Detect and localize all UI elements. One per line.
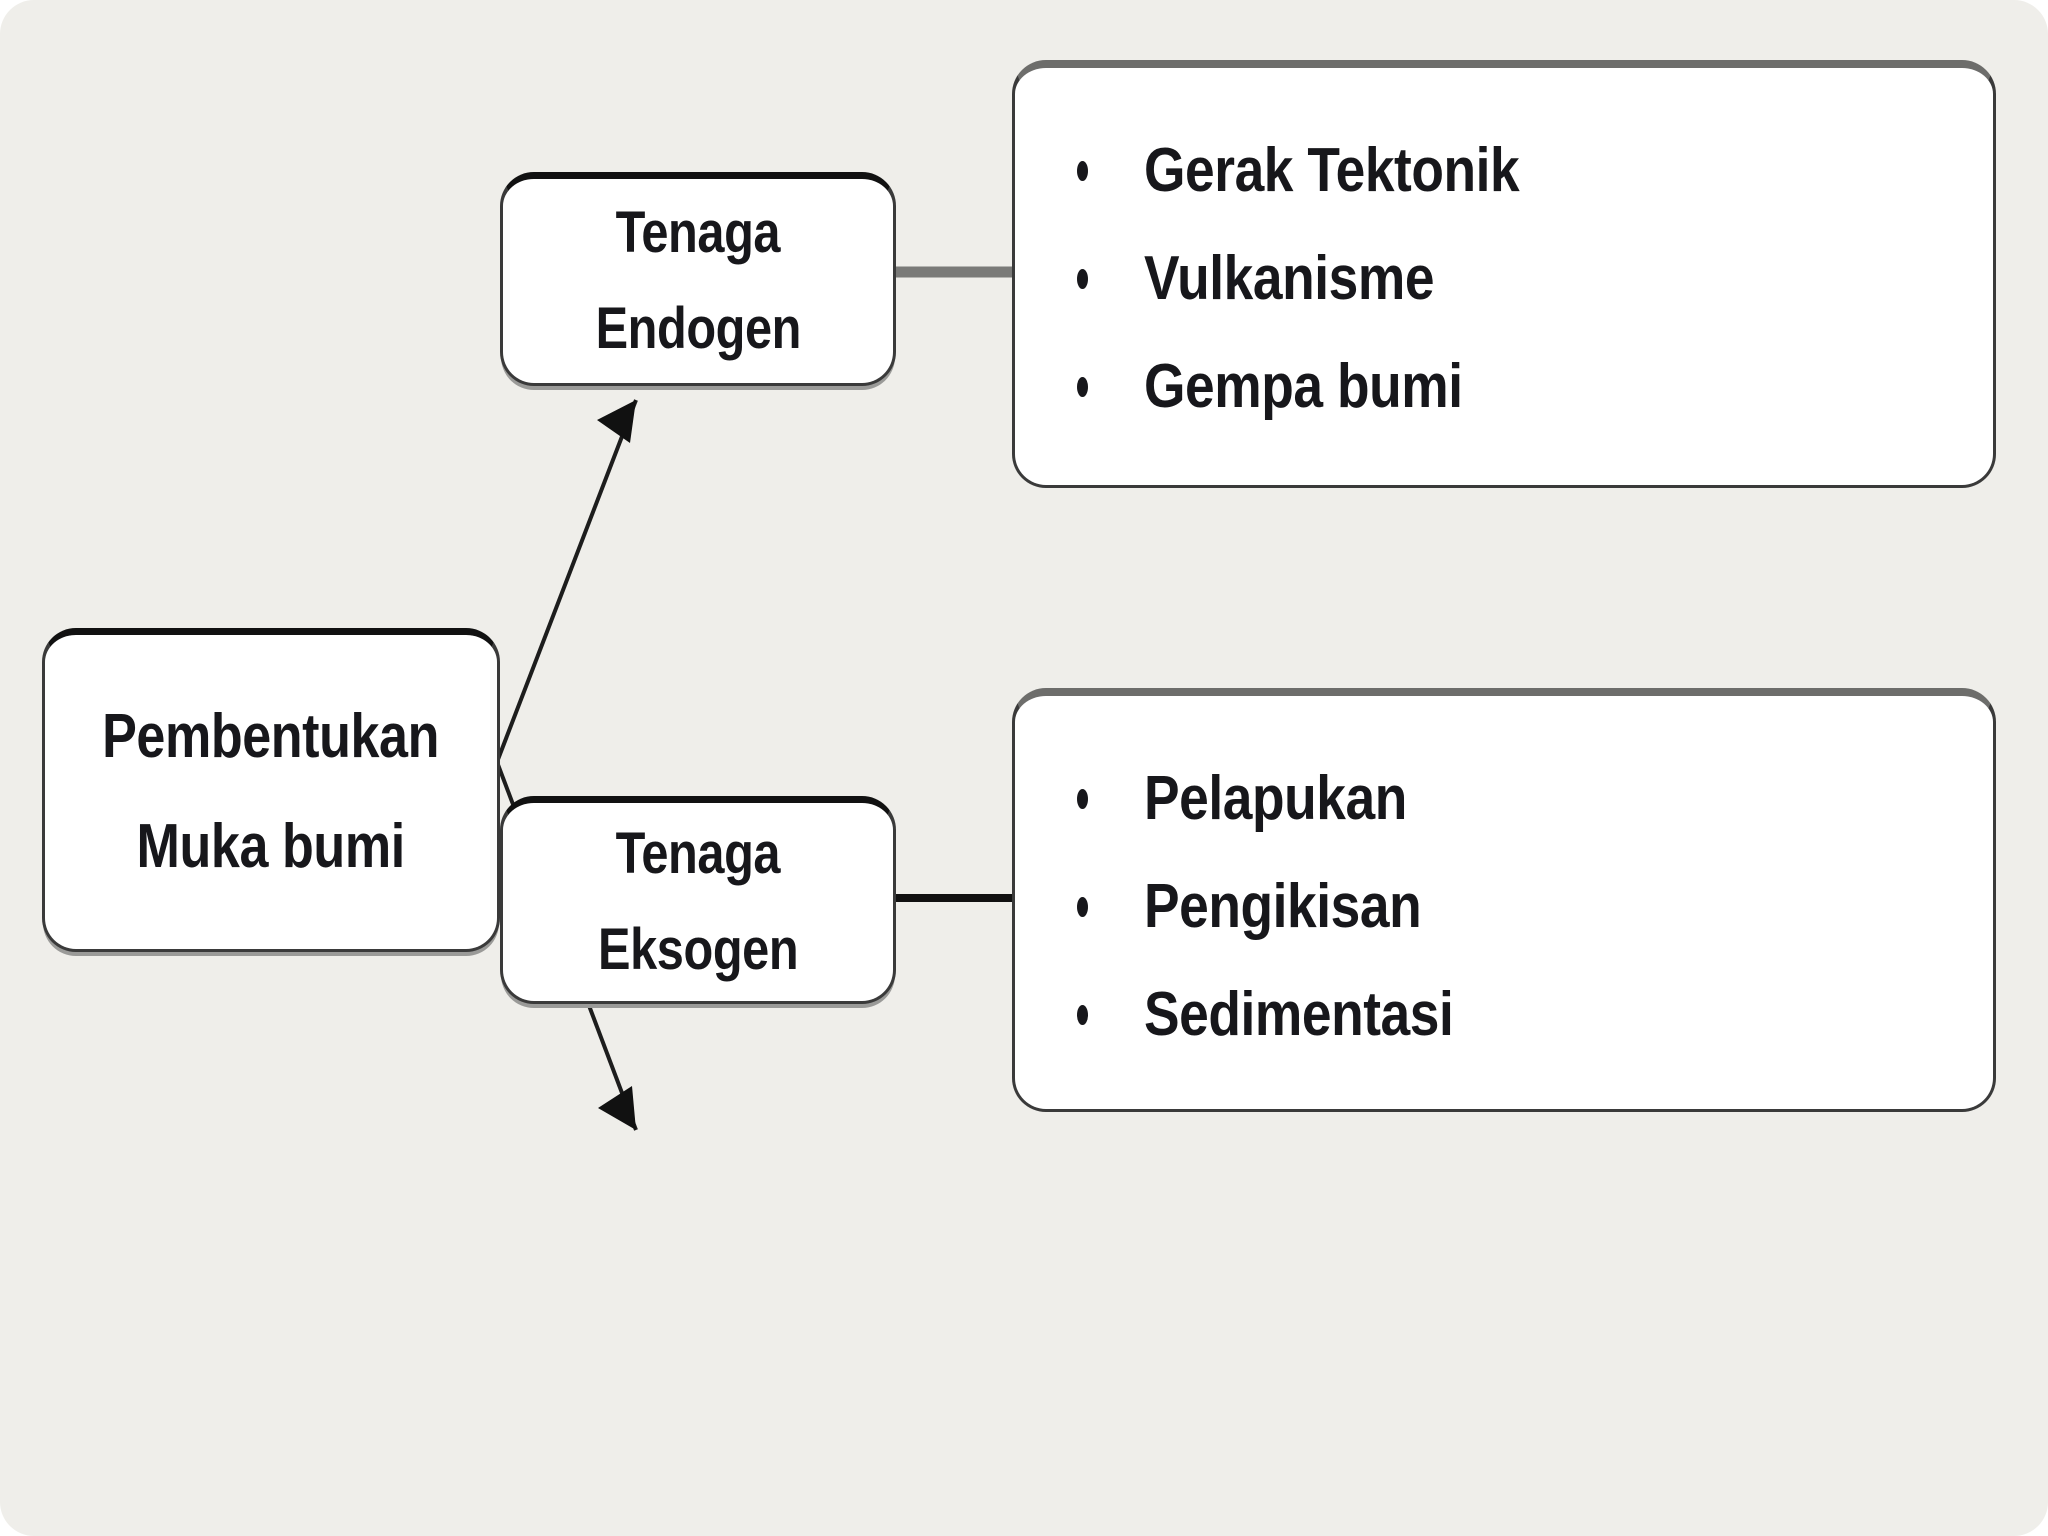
list-box-endogen: Gerak Tektonik Vulkanisme Gempa bumi [1012, 60, 1996, 488]
node-tenaga-endogen[interactable]: Tenaga Endogen [500, 172, 896, 386]
list-item-label: Gerak Tektonik [1144, 136, 1520, 205]
bullet-icon [1077, 897, 1088, 917]
bullet-icon [1077, 789, 1088, 809]
node-root-line1: Pembentukan [102, 702, 440, 771]
list-item-label: Pelapukan [1144, 764, 1407, 833]
bullet-icon [1077, 1005, 1088, 1025]
list-item-label: Sedimentasi [1144, 980, 1454, 1049]
node-eksogen-line1: Tenaga [615, 821, 781, 886]
list-item: Gempa bumi [1077, 356, 1993, 418]
node-root-line2: Muka bumi [136, 812, 406, 881]
list-item: Pelapukan [1077, 768, 1993, 830]
node-eksogen-line2: Eksogen [597, 917, 799, 982]
bullet-icon [1077, 161, 1088, 181]
list-item: Sedimentasi [1077, 984, 1993, 1046]
bullet-icon [1077, 269, 1088, 289]
list-box-eksogen: Pelapukan Pengikisan Sedimentasi [1012, 688, 1996, 1112]
list-item: Pengikisan [1077, 876, 1993, 938]
list-item-label: Pengikisan [1144, 872, 1422, 941]
list-item-label: Gempa bumi [1144, 352, 1463, 421]
node-endogen-line1: Tenaga [615, 200, 781, 265]
node-pembentukan-muka-bumi[interactable]: Pembentukan Muka bumi [42, 628, 500, 952]
list-item: Gerak Tektonik [1077, 140, 1993, 202]
list-item: Vulkanisme [1077, 248, 1993, 310]
node-tenaga-eksogen[interactable]: Tenaga Eksogen [500, 796, 896, 1004]
bullet-icon [1077, 377, 1088, 397]
node-endogen-line2: Endogen [595, 296, 801, 361]
list-item-label: Vulkanisme [1144, 244, 1435, 313]
